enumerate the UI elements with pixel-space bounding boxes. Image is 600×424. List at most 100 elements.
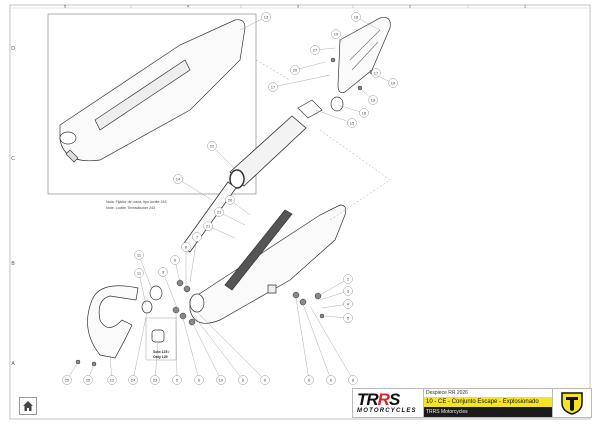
note-en: Note: Loctite Threadlocker 243	[106, 206, 156, 210]
callout-20: 20	[293, 68, 298, 73]
title-block: TRRS MOTORCYCLES Despiece RR 2026 10 - C…	[352, 388, 592, 418]
callout-2: 2	[347, 277, 350, 282]
column-label: 2	[409, 4, 412, 9]
leader-line	[191, 321, 222, 381]
callout-circle	[388, 78, 398, 88]
callout-20: 20	[228, 198, 233, 203]
leader-line	[211, 145, 239, 173]
callout-circle	[214, 207, 224, 217]
callout-15: 15	[350, 121, 355, 126]
callout-25: 25	[86, 378, 91, 383]
callout-5: 5	[347, 316, 350, 321]
leader-line	[196, 311, 266, 381]
silencer-tube	[181, 115, 307, 253]
callout-13: 13	[264, 15, 269, 20]
callout-circle	[150, 375, 160, 385]
callout-circle	[107, 375, 117, 385]
header-pipe	[87, 285, 165, 359]
callout-3: 3	[347, 289, 350, 294]
leader-line	[218, 211, 246, 226]
column-label: 5	[64, 4, 67, 9]
callout-8: 8	[242, 378, 245, 383]
callout-16: 16	[362, 111, 367, 116]
callout-circle	[347, 118, 357, 128]
leader-line	[272, 74, 331, 88]
leader-line	[138, 272, 147, 306]
callout-8: 8	[352, 378, 355, 383]
note-es: Nota: Fijador de rosca, tipo loctite 243	[106, 200, 167, 204]
callout-circle	[238, 375, 248, 385]
callout-circle	[192, 232, 202, 242]
shield-emblem-icon	[561, 392, 583, 415]
leader-line	[132, 311, 148, 381]
callout-25: 25	[65, 378, 70, 383]
callout-12: 12	[110, 378, 115, 383]
row-label: D	[11, 46, 15, 52]
callout-circle	[83, 375, 93, 385]
leader-line	[189, 236, 198, 283]
callout-circle	[134, 250, 144, 260]
trrs-emblem	[552, 389, 591, 417]
callout-circle	[62, 375, 72, 385]
leader-line	[317, 278, 349, 297]
leader-line	[154, 341, 159, 381]
callout-circle	[260, 375, 270, 385]
callout-18: 18	[371, 98, 376, 103]
joint-pipe	[297, 96, 344, 119]
callout-4: 4	[347, 302, 350, 307]
callout-6: 6	[330, 378, 333, 383]
callout-circle	[368, 95, 378, 105]
column-label: 1	[524, 4, 527, 9]
callout-22: 22	[210, 144, 215, 149]
callout-circle	[331, 29, 341, 39]
leader-line	[193, 315, 244, 381]
callout-circle	[359, 108, 369, 118]
home-button[interactable]	[19, 397, 37, 415]
leader-line	[295, 297, 310, 381]
callout-10: 10	[219, 378, 224, 383]
callout-21: 21	[217, 210, 222, 215]
callout-21: 21	[206, 224, 211, 229]
callout-7: 7	[196, 235, 199, 240]
callout-circle	[172, 375, 182, 385]
callout-circle	[343, 299, 353, 309]
heat-shield	[337, 17, 391, 94]
leader-line	[207, 225, 236, 239]
callout-6: 6	[308, 378, 311, 383]
callout-9: 9	[162, 270, 165, 275]
callout-circle	[203, 221, 213, 231]
leader-line	[138, 254, 153, 291]
silencer-detail	[59, 19, 246, 163]
leader-line	[162, 271, 179, 311]
leader-line	[309, 305, 354, 381]
sub-note-en: Only 125	[153, 355, 168, 359]
leader-line	[319, 290, 349, 301]
column-label: 3	[297, 4, 300, 9]
home-icon	[23, 401, 33, 411]
leader-line	[315, 109, 353, 124]
company-label: TRRS Motorcycles	[424, 407, 552, 417]
callout-circle	[348, 375, 358, 385]
sub-note-es: Solo 125 /	[153, 350, 170, 354]
callout-24: 24	[131, 378, 136, 383]
detail-box	[47, 13, 257, 195]
sub-note: Solo 125 / Only 125	[153, 350, 169, 360]
callout-23: 23	[153, 378, 158, 383]
callout-circle	[194, 375, 204, 385]
callout-circle	[158, 267, 168, 277]
drawing-title: 10 - CE - Conjunto Escape - Explosionado	[424, 397, 552, 407]
callout-14: 14	[176, 177, 181, 182]
leader-line	[302, 303, 332, 381]
callout-5: 5	[176, 378, 179, 383]
column-label: 4	[187, 4, 190, 9]
callout-circle	[343, 286, 353, 296]
row-label: B	[11, 261, 15, 267]
leader-line	[175, 311, 178, 381]
callout-19: 19	[391, 81, 396, 86]
model-label: Despiece RR 2026	[426, 390, 468, 396]
callout-circle	[261, 12, 271, 22]
callout-circle	[304, 375, 314, 385]
callout-11: 11	[137, 271, 142, 276]
callout-circle	[268, 82, 278, 92]
